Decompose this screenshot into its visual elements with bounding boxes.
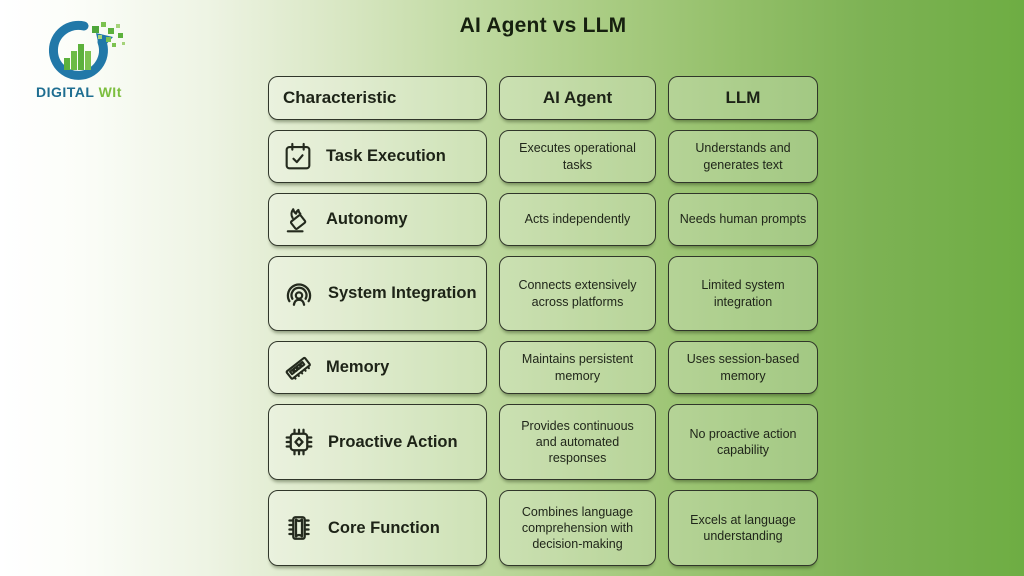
comparison-table: Characteristic AI Agent LLM Task Executi… [268,76,818,566]
ram-stick-icon [281,351,315,385]
characteristic-text: Memory [326,358,390,376]
row-core-function-label: Core Function [268,490,487,566]
row-task-execution-ai-agent: Executes operational tasks [499,130,656,183]
row-system-integration-ai-agent: Connects extensively across platforms [499,256,656,331]
row-memory-label: Memory [268,341,487,394]
logo-text-primary: DIGITAL [36,84,95,100]
row-system-integration-label: System Integration [268,256,487,331]
row-core-function-ai-agent: Combines language comprehension with dec… [499,490,656,566]
row-autonomy-label: Autonomy [268,193,487,246]
header-characteristic: Characteristic [268,76,487,120]
row-task-execution-llm: Understands and generates text [668,130,818,183]
hand-ballot-icon [281,203,315,237]
row-proactive-action-label: Proactive Action [268,404,487,480]
row-core-function-llm: Excels at language understanding [668,490,818,566]
row-memory-llm: Uses session-based memory [668,341,818,394]
header-ai-agent: AI Agent [499,76,656,120]
characteristic-text: Autonomy [326,210,408,228]
chip-diamond-icon [281,424,317,460]
header-llm: LLM [668,76,818,120]
row-system-integration-llm: Limited system integration [668,256,818,331]
characteristic-text: System Integration [328,284,477,302]
characteristic-text: Task Execution [326,147,446,165]
digitalwit-logo-icon [48,20,125,80]
ic-chip-icon [281,510,317,546]
row-task-execution-label: Task Execution [268,130,487,183]
characteristic-text: Core Function [328,518,440,537]
row-proactive-action-ai-agent: Provides continuous and automated respon… [499,404,656,480]
person-broadcast-icon [281,276,317,312]
calendar-check-icon [281,140,315,174]
row-autonomy-ai-agent: Acts independently [499,193,656,246]
row-memory-ai-agent: Maintains persistent memory [499,341,656,394]
row-proactive-action-llm: No proactive action capability [668,404,818,480]
logo: DIGITAL WIt [36,20,176,100]
page-title: AI Agent vs LLM [459,14,627,37]
row-autonomy-llm: Needs human prompts [668,193,818,246]
characteristic-text: Proactive Action [328,432,458,451]
logo-text-secondary: WIt [98,84,122,100]
logo-wordmark: DIGITAL WIt [36,84,176,100]
